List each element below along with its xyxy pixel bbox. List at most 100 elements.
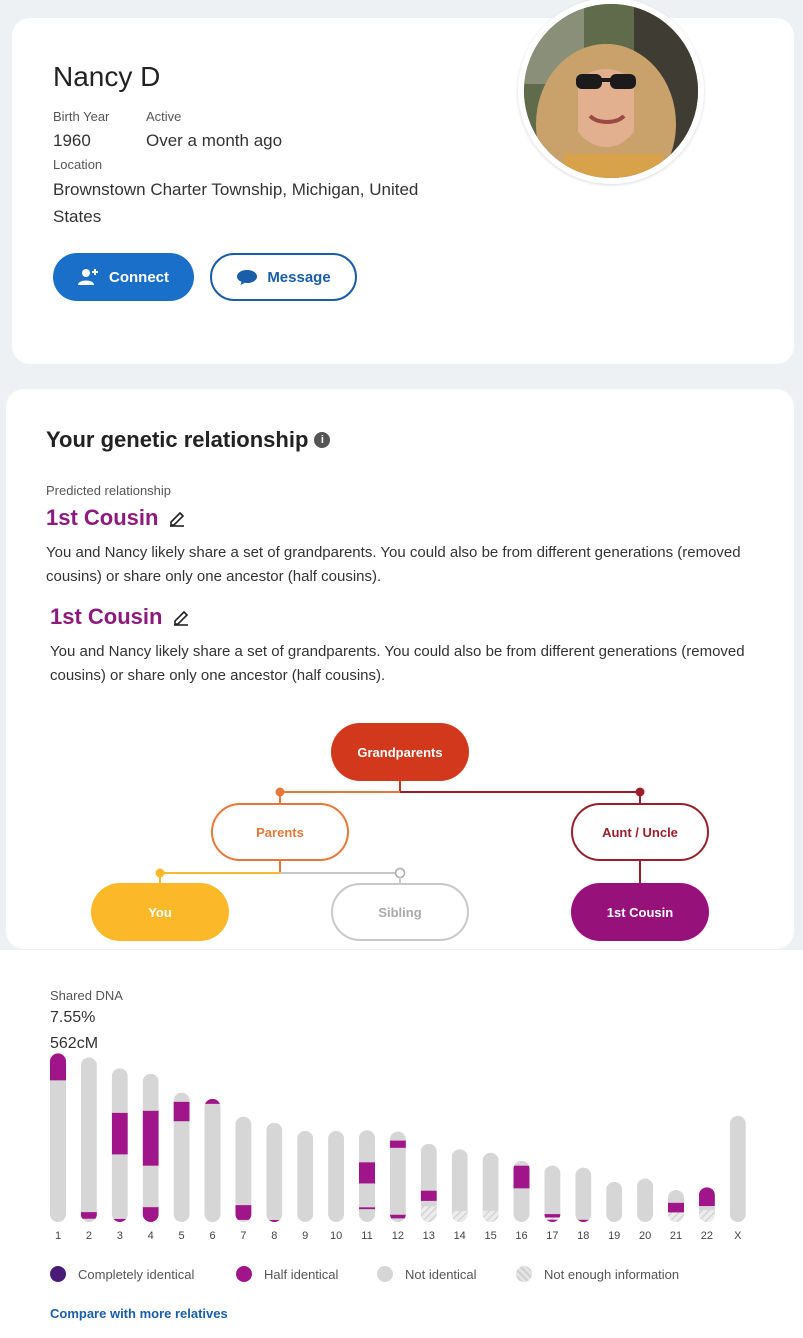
half-identical-segment [544, 1214, 561, 1218]
chromosome-base [235, 1116, 252, 1222]
genetic-relationship-card: Your genetic relationship i Predicted re… [6, 389, 794, 949]
not-enough-info-segment [668, 1212, 684, 1222]
chromosome-bar-2[interactable] [80, 1057, 97, 1222]
chromosome-label-11: 11 [361, 1230, 372, 1242]
shared-dna-label: Shared DNA [50, 988, 123, 1003]
edit-pencil-icon[interactable] [172, 608, 190, 626]
half-identical-segment [50, 1053, 66, 1081]
half-identical-segment [359, 1207, 375, 1210]
predicted-relationship-label: Predicted relationship [46, 483, 172, 498]
chromosome-bar-13[interactable] [420, 1143, 437, 1222]
chromosome-label-7: 7 [240, 1230, 246, 1242]
not-enough-info-segment [698, 1210, 715, 1222]
chromosome-base [173, 1092, 190, 1222]
profile-name: Nancy D [53, 61, 161, 92]
half-identical-segment [111, 1112, 128, 1155]
legend-dot [50, 1266, 66, 1282]
chromosome-bar-17[interactable] [544, 1165, 561, 1222]
chromosome-base [266, 1122, 283, 1222]
message-button[interactable]: Message [210, 253, 357, 301]
half-identical-segment [266, 1220, 283, 1222]
legend-not-enough-info: Not enough information [516, 1266, 679, 1282]
chromosome-bar-21[interactable] [668, 1190, 684, 1222]
chromosome-bar-3[interactable] [111, 1068, 128, 1222]
relationship-text: 1st Cousin [46, 505, 159, 530]
chromosome-bar-10[interactable] [328, 1130, 345, 1222]
legend-dot [236, 1266, 252, 1282]
chromosome-bar-X[interactable] [729, 1115, 746, 1222]
chromosome-label-12: 12 [392, 1230, 404, 1242]
half-identical-segment [235, 1205, 252, 1220]
half-identical-segment [420, 1190, 437, 1201]
node-parents: Parents [211, 803, 349, 861]
not-enough-info-segment [482, 1210, 499, 1222]
birth-year-value: 1960 [53, 131, 91, 150]
chromosome-label-21: 21 [670, 1230, 682, 1242]
chromosome-label-9: 9 [302, 1230, 308, 1242]
chromosome-label-17: 17 [546, 1230, 558, 1242]
chromosome-bar-18[interactable] [575, 1167, 592, 1222]
half-identical-segment [142, 1207, 159, 1222]
chromosome-label-1: 1 [55, 1230, 61, 1242]
relationship-description: You and Nancy likely share a set of gran… [46, 544, 741, 585]
chromosome-bar-16[interactable] [513, 1160, 530, 1222]
legend-completely-identical: Completely identical [50, 1266, 194, 1282]
chromosome-bar-22[interactable] [698, 1187, 715, 1222]
chromosome-bar-4[interactable] [142, 1073, 159, 1222]
location-label: Location [53, 157, 103, 172]
chromosome-bar-15[interactable] [482, 1152, 499, 1222]
info-icon[interactable]: i [314, 432, 331, 448]
half-identical-segment [513, 1165, 530, 1189]
half-identical-segment [359, 1162, 375, 1184]
chromosome-bar-11[interactable] [359, 1130, 375, 1222]
location-value: Brownstown Charter Township, Michigan, U… [53, 180, 419, 226]
chromosome-label-18: 18 [577, 1230, 589, 1242]
active-value: Over a month ago [146, 131, 283, 150]
profile-photo [524, 4, 698, 178]
chromosome-bar-1[interactable] [50, 1053, 66, 1222]
chromosome-bar-12[interactable] [389, 1131, 406, 1222]
edit-pencil-icon[interactable] [168, 509, 186, 527]
chromosome-bar-6[interactable] [204, 1098, 221, 1222]
half-identical-segment [575, 1219, 592, 1222]
connect-button[interactable]: Connect [53, 253, 194, 301]
chromosome-bar-5[interactable] [173, 1092, 190, 1222]
chromosome-base [204, 1098, 221, 1222]
chromosome-label-13: 13 [423, 1230, 435, 1242]
not-enough-info-segment [544, 1217, 561, 1220]
chromosome-base [637, 1178, 654, 1222]
chromosome-base [482, 1152, 499, 1222]
profile-card: Nancy D Birth Year 1960 Active Over a mo… [12, 0, 794, 364]
node-first-cousin: 1st Cousin [571, 883, 709, 941]
relationship-text-repeat: 1st Cousin [50, 604, 163, 629]
chromosome-bar-14[interactable] [451, 1149, 468, 1222]
half-identical-segment [80, 1212, 97, 1219]
chromosome-label-8: 8 [271, 1230, 277, 1242]
message-label: Message [267, 268, 331, 286]
half-identical-segment [204, 1098, 221, 1104]
chromosome-base [328, 1130, 345, 1222]
not-enough-info-segment [420, 1206, 437, 1222]
legend-label: Not identical [405, 1266, 477, 1282]
legend-label: Half identical [264, 1266, 339, 1282]
chromosome-bar-20[interactable] [637, 1178, 654, 1222]
compare-relatives-link[interactable]: Compare with more relatives [50, 1306, 228, 1321]
shared-dna-percent: 7.55% [50, 1009, 96, 1026]
chromosome-bar-9[interactable] [297, 1130, 314, 1222]
chromosome-base [729, 1115, 746, 1222]
relationship-title: 1st Cousin [46, 505, 186, 531]
section-title: Your genetic relationship i [46, 427, 331, 453]
half-identical-segment [698, 1187, 715, 1207]
node-aunt-uncle: Aunt / Uncle [571, 803, 709, 861]
half-identical-segment [111, 1218, 128, 1222]
not-enough-info-segment [451, 1211, 468, 1222]
chromosome-bar-19[interactable] [606, 1181, 623, 1222]
chromosome-base [606, 1181, 623, 1222]
chromosome-bar-7[interactable] [235, 1116, 252, 1222]
chromosome-bar-8[interactable] [266, 1122, 283, 1222]
chromosome-base [575, 1167, 592, 1222]
birth-year-label: Birth Year [53, 109, 110, 124]
chromosome-base [50, 1053, 66, 1222]
